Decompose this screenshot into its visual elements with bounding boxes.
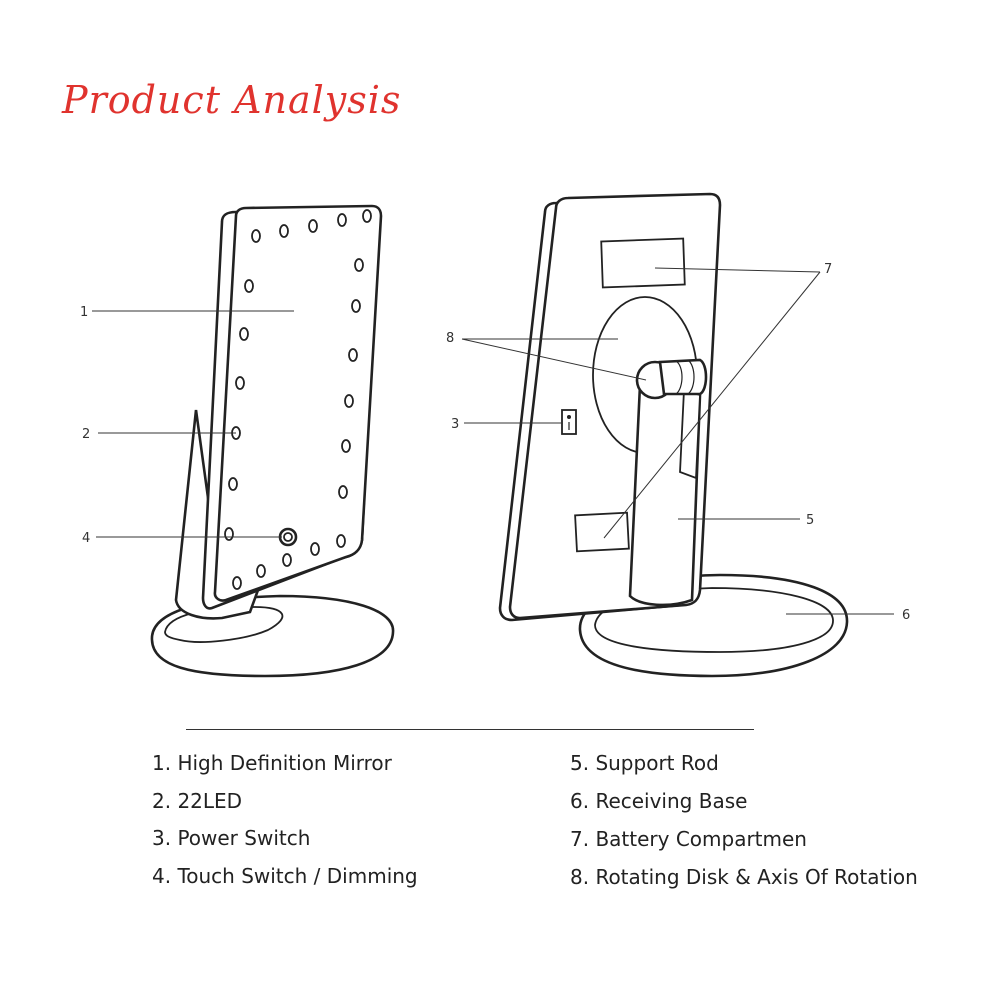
led [235,376,245,390]
support-rod-spine [679,388,701,480]
legend-item-7: 7. Battery Compartmen [570,827,807,851]
callout-1: 1 [80,305,88,320]
callout-5: 5 [806,513,814,528]
callout-8: 8 [446,331,454,346]
legend-item-6: 6. Receiving Base [570,789,748,813]
back-view [498,192,849,678]
front-mirror-face [213,204,383,602]
page-title: Product Analysis [62,78,402,122]
led [362,209,372,223]
led [336,534,346,548]
led [282,553,292,567]
battery-compartment-top [600,237,686,289]
leader-8b [461,338,647,381]
touch-switch-inner [283,532,293,542]
led [308,219,318,233]
rotation-axis-hinge [658,358,708,396]
divider [186,729,754,730]
led [344,394,354,408]
leader-lines [92,267,894,615]
led [279,224,289,238]
led [224,527,234,541]
legend-item-4: 4. Touch Switch / Dimming [152,864,418,888]
front-stand [174,409,261,620]
legend-item-1: 1. High Definition Mirror [152,751,392,775]
callout-6: 6 [902,608,910,623]
led [337,213,347,227]
led [348,348,358,362]
led [354,258,364,272]
front-view [150,204,395,678]
led [351,299,361,313]
led [232,576,242,590]
led [239,327,249,341]
battery-compartment-bottom [574,511,630,553]
legend-item-5: 5. Support Rod [570,751,719,775]
callout-4: 4 [82,531,90,546]
power-switch-dot [567,415,571,419]
product-diagram: 1 2 4 3 8 7 5 6 [80,192,910,678]
legend-item-3: 3. Power Switch [152,826,311,850]
led [310,542,320,556]
leader-7b [603,271,821,539]
hinge-ridge [687,359,695,395]
led [228,477,238,491]
legend-item-8: 8. Rotating Disk & Axis Of Rotation [570,865,918,889]
legend-item-2: 2. 22LED [152,789,243,813]
leader-7a [654,267,821,273]
led [256,564,266,578]
callout-3: 3 [451,417,459,432]
led [341,439,351,453]
led [251,229,261,243]
callout-7: 7 [824,262,832,277]
hinge-ridge [675,360,683,395]
callout-2: 2 [82,427,90,442]
led [244,279,254,293]
led [338,485,348,499]
